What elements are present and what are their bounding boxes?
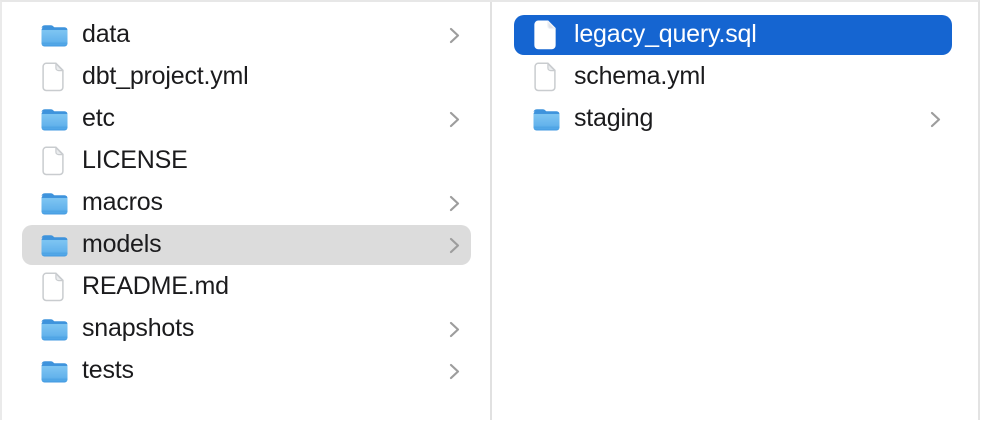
file-row[interactable]: dbt_project.yml <box>22 57 471 97</box>
file-row[interactable]: etc <box>22 99 471 139</box>
file-label: README.md <box>82 271 229 300</box>
folder-icon <box>530 106 562 133</box>
file-row[interactable]: snapshots <box>22 309 471 349</box>
file-row[interactable]: legacy_query.sql <box>514 15 952 55</box>
column-divider <box>490 2 492 420</box>
file-label: snapshots <box>82 313 195 342</box>
file-browser-column-parent: data dbt_project.yml etc <box>2 2 490 420</box>
file-label: models <box>82 229 162 258</box>
chevron-right-icon <box>448 110 461 129</box>
file-row[interactable]: macros <box>22 183 471 223</box>
chevron-right-icon <box>448 362 461 381</box>
file-label: dbt_project.yml <box>82 61 249 90</box>
file-row[interactable]: staging <box>514 99 952 139</box>
file-label: schema.yml <box>574 61 706 90</box>
file-label: tests <box>82 355 134 384</box>
chevron-right-icon <box>929 110 942 129</box>
folder-icon <box>38 316 70 343</box>
document-icon <box>530 20 562 50</box>
folder-icon <box>38 190 70 217</box>
chevron-right-icon <box>448 194 461 213</box>
file-row[interactable]: tests <box>22 351 471 391</box>
chevron-right-icon <box>448 236 461 255</box>
file-row[interactable]: data <box>22 15 471 55</box>
file-row[interactable]: schema.yml <box>514 57 952 97</box>
folder-icon <box>38 22 70 49</box>
folder-icon <box>38 232 70 259</box>
folder-icon <box>38 358 70 385</box>
chevron-right-icon <box>448 26 461 45</box>
document-icon <box>530 62 562 92</box>
document-icon <box>38 272 70 302</box>
file-row[interactable]: LICENSE <box>22 141 471 181</box>
folder-icon <box>38 106 70 133</box>
chevron-right-icon <box>448 320 461 339</box>
file-label: data <box>82 19 130 48</box>
document-icon <box>38 146 70 176</box>
file-label: legacy_query.sql <box>574 19 757 48</box>
file-label: staging <box>574 103 654 132</box>
file-label: etc <box>82 103 115 132</box>
file-row[interactable]: models <box>22 225 471 265</box>
document-icon <box>38 62 70 92</box>
file-browser-column-child: legacy_query.sql schema.yml staging <box>492 2 978 420</box>
file-label: LICENSE <box>82 145 188 174</box>
file-label: macros <box>82 187 163 216</box>
file-row[interactable]: README.md <box>22 267 471 307</box>
